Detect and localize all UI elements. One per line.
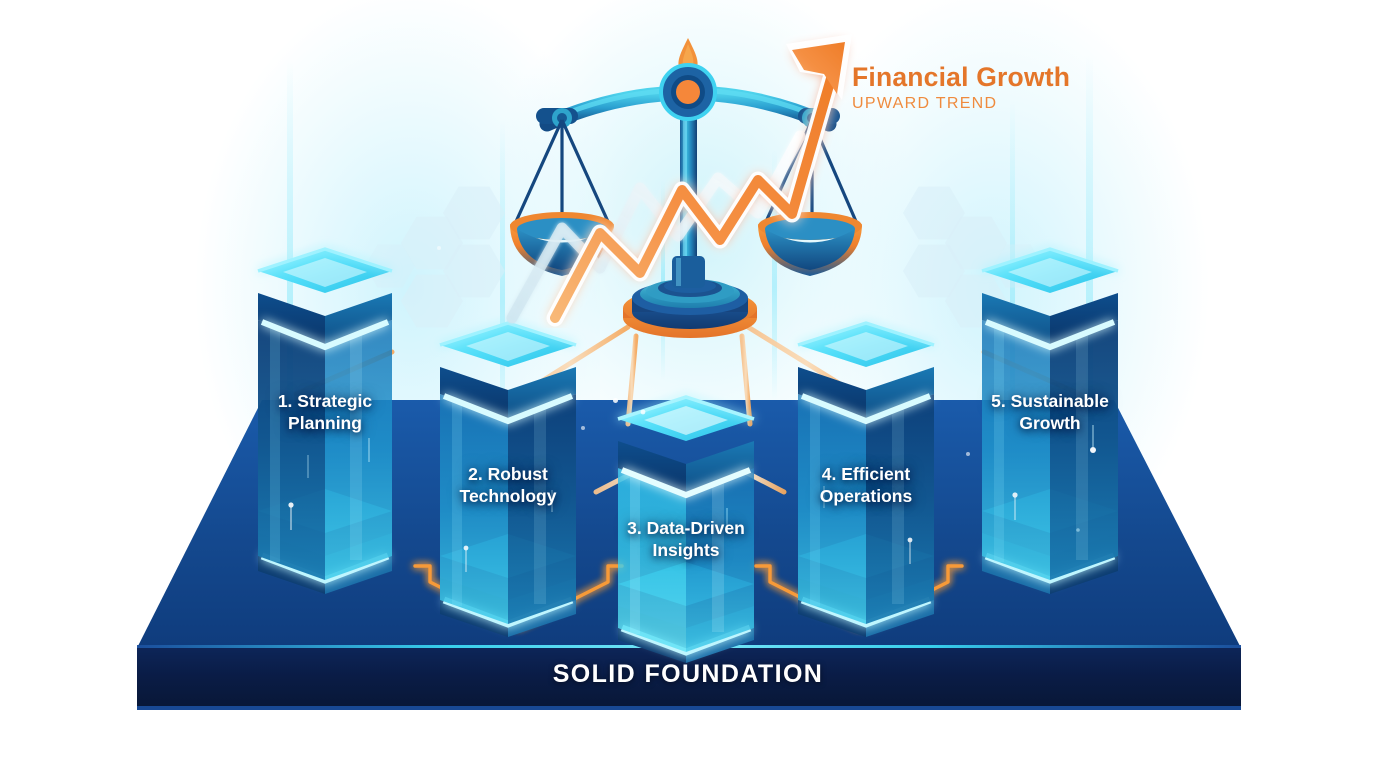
pillar-2[interactable]: [439, 321, 577, 637]
central-hub-icon: [623, 279, 757, 338]
scale-pan-right: [758, 212, 862, 276]
page-subtitle: UPWARD TREND: [852, 95, 998, 112]
headline-block: Financial Growth UPWARD TREND: [852, 62, 1070, 114]
pillar-1[interactable]: [257, 247, 393, 594]
zigzag-trend-icon: [506, 130, 806, 324]
foundation-label: SOLID FOUNDATION: [552, 660, 824, 688]
pillar-3[interactable]: [617, 395, 755, 663]
balance-scale-icon: [506, 34, 862, 327]
upward-arrow-icon: [546, 34, 852, 327]
pillar-5[interactable]: [981, 247, 1119, 594]
page-title: Financial Growth: [852, 62, 1071, 92]
pillar-4[interactable]: [797, 321, 935, 637]
